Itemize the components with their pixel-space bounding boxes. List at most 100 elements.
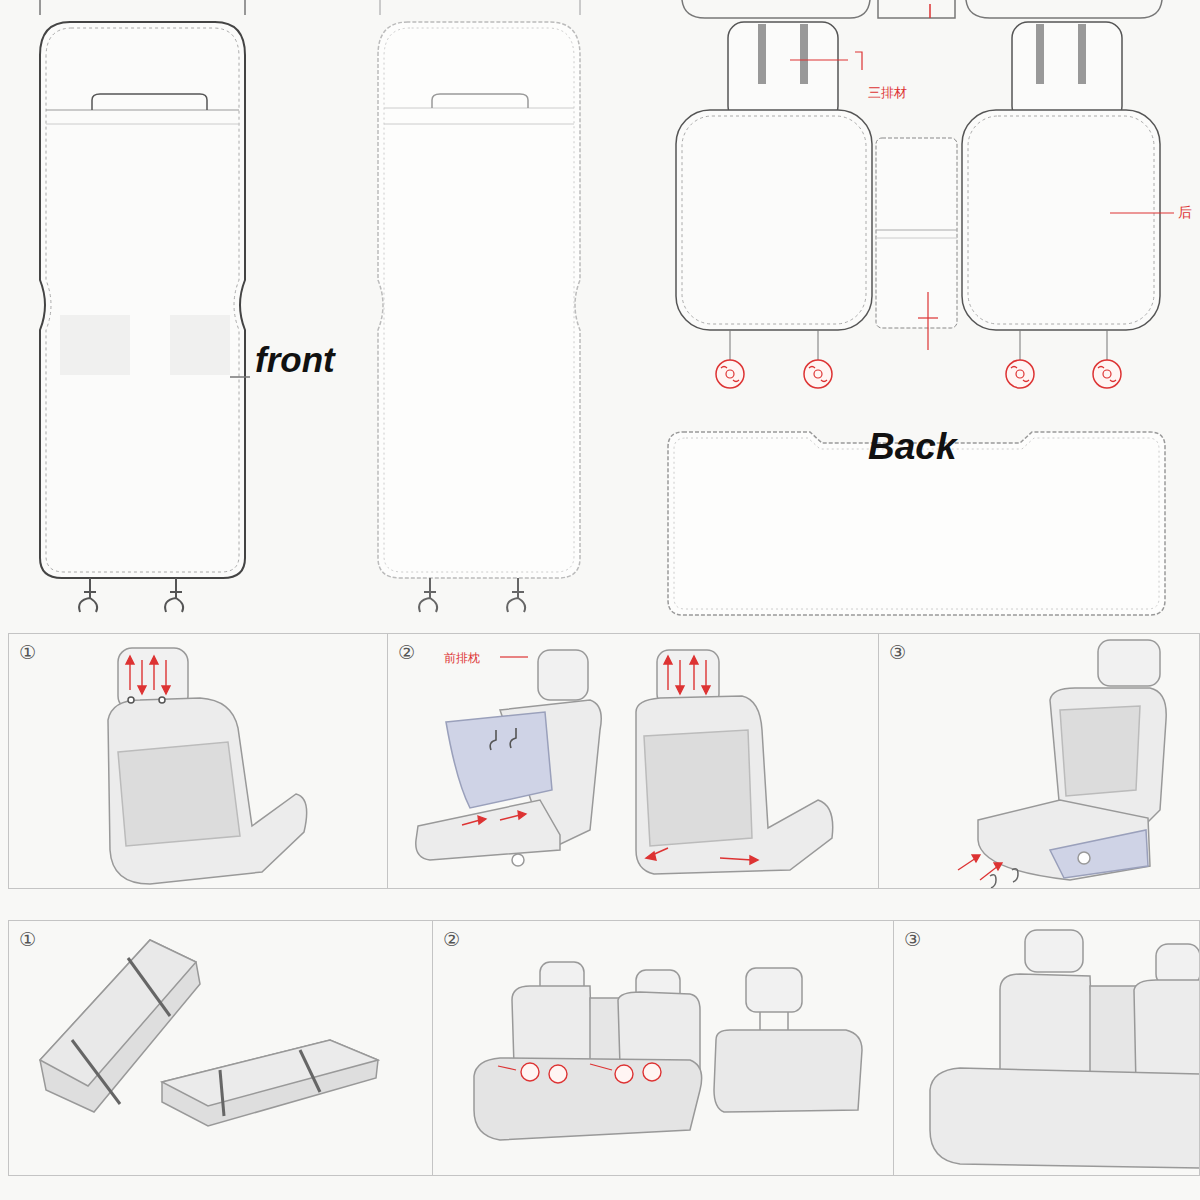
rear-seat-covers <box>758 24 766 84</box>
step-number: ② <box>443 929 460 950</box>
step-illustration <box>1134 980 1200 1086</box>
cut-top-shapes <box>39 0 41 15</box>
cut-top-shapes <box>244 0 246 15</box>
step-illustration <box>636 696 833 874</box>
rear-seat-covers <box>676 110 872 330</box>
part-label-text: 三排材 <box>868 85 907 100</box>
step-illustration <box>128 958 170 1016</box>
step-illustration <box>644 730 752 846</box>
step-illustration <box>40 940 378 1126</box>
step-illustration <box>500 656 528 657</box>
step-illustration <box>474 962 862 1140</box>
step-number: ① <box>19 929 36 950</box>
front-seat-cover-inner <box>384 108 574 109</box>
step-illustration <box>958 640 1166 888</box>
part-label-text: Back <box>868 426 956 467</box>
step-illustration <box>1000 974 1094 1080</box>
step-illustration <box>220 1070 224 1116</box>
part-label: 前排枕 <box>444 650 480 667</box>
rear-seat-covers <box>876 138 957 328</box>
rear-seat-covers <box>800 24 808 84</box>
step-illustration <box>162 1040 378 1106</box>
front-seat-cover <box>40 22 245 578</box>
rear-seat-covers <box>682 116 866 324</box>
step-panel: ② <box>432 920 894 1176</box>
step-illustration <box>1050 830 1148 878</box>
part-label: 三排材 <box>868 84 907 102</box>
cut-top-shapes <box>682 0 870 18</box>
part-label: Back <box>868 426 956 468</box>
front-seat-cover <box>170 315 230 375</box>
cut-top-shapes <box>40 0 1162 18</box>
step-illustration <box>1090 986 1136 1078</box>
step-illustration <box>1060 706 1140 796</box>
front-seat-cover-inner <box>384 124 574 125</box>
step-number: ① <box>19 642 36 663</box>
front-seat-cover-inner <box>384 28 574 572</box>
rear-seat-covers <box>876 238 957 239</box>
front-seat-cover-inner <box>378 22 580 612</box>
step-illustration <box>512 854 524 866</box>
cut-top-shapes <box>379 0 381 15</box>
step-illustration <box>618 992 700 1070</box>
step-illustration <box>108 698 307 884</box>
front-seat-cover-inner <box>432 94 528 108</box>
rear-seat-covers <box>728 22 838 122</box>
step-illustration <box>72 1040 120 1104</box>
step-illustration <box>416 800 560 860</box>
rear-seat-covers <box>1078 24 1086 84</box>
step-illustration <box>759 1012 761 1030</box>
step-illustration <box>930 1068 1200 1168</box>
step-illustration <box>590 998 620 1060</box>
front-seat-cover <box>92 94 207 110</box>
front-seat-cover <box>46 124 239 125</box>
step-illustration <box>714 1030 862 1112</box>
step-illustration <box>512 986 592 1066</box>
step-illustration <box>746 968 802 1012</box>
front-seat-cover-inner <box>378 22 580 578</box>
front-seat-cover <box>40 22 250 612</box>
rear-seat-covers <box>876 230 957 231</box>
rear-seat-covers <box>968 116 1154 324</box>
step-illustration <box>787 1012 789 1030</box>
part-label: 后 <box>1178 204 1192 222</box>
front-seat-cover <box>46 110 239 111</box>
step-panel: ③ <box>893 920 1200 1176</box>
rear-seat-covers <box>1036 24 1044 84</box>
step-number: ② <box>398 642 415 663</box>
step-panel: ① <box>8 633 388 889</box>
cut-top-shapes <box>878 0 955 18</box>
front-seat-cover <box>60 315 130 375</box>
step-panel: ① <box>8 920 433 1176</box>
step-illustration <box>930 930 1200 1168</box>
step-illustration <box>474 1058 702 1140</box>
step-illustration <box>990 869 1018 888</box>
step-illustration <box>159 697 165 703</box>
step-illustration <box>1098 640 1160 686</box>
step-illustration <box>1078 852 1090 864</box>
step-illustration <box>40 940 196 1086</box>
step-number: ③ <box>904 929 921 950</box>
part-label-text: front <box>255 340 335 379</box>
step-illustration <box>978 800 1150 880</box>
rear-seat-covers <box>676 22 1174 388</box>
front-seat-cover <box>46 28 239 572</box>
part-label-text: 后 <box>1178 204 1192 220</box>
step-illustration <box>128 697 134 703</box>
step-panel: ② <box>387 633 879 889</box>
cut-top-shapes <box>966 0 1162 18</box>
step-illustration <box>1025 930 1083 972</box>
rear-seat-covers <box>962 110 1160 330</box>
step-illustration <box>446 712 552 808</box>
step-illustration <box>538 650 588 700</box>
cut-top-shapes <box>579 0 581 15</box>
cut-top-shapes <box>929 4 931 18</box>
step-illustration <box>118 742 240 846</box>
rear-seat-covers <box>1012 22 1122 122</box>
part-label-text: 前排枕 <box>444 651 480 665</box>
step-illustration <box>162 1040 378 1126</box>
front-seat-cover <box>230 376 250 378</box>
step-illustration <box>108 648 307 884</box>
step-panel: ③ <box>878 633 1200 889</box>
